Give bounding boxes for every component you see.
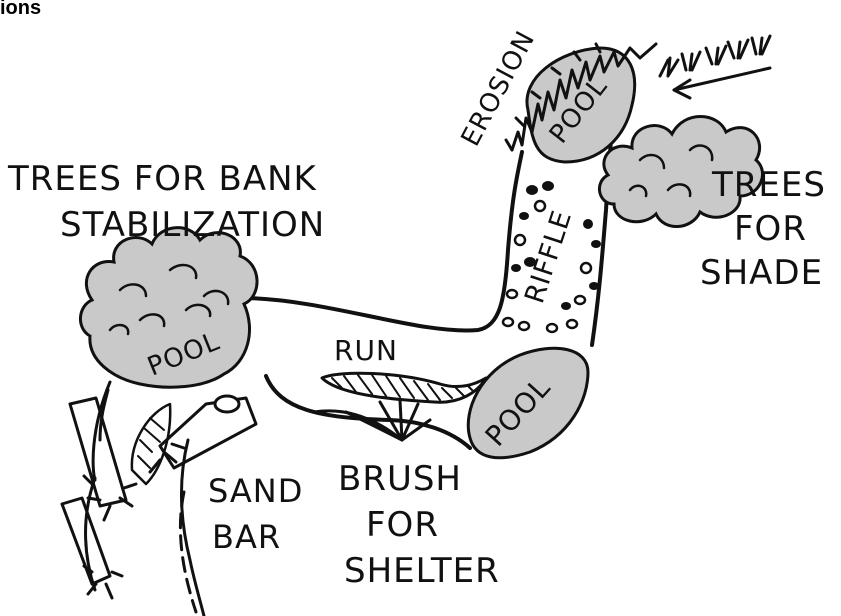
trees-shade-line3: SHADE bbox=[700, 253, 823, 293]
sand-bar-line2: BAR bbox=[212, 518, 281, 556]
riffle-label: RIFFLE bbox=[519, 206, 578, 307]
trees-shade-line2: FOR bbox=[734, 209, 807, 249]
log-cross bbox=[130, 394, 258, 486]
brush-plant bbox=[312, 398, 432, 442]
runoff-arrow bbox=[672, 66, 772, 100]
trees-bank-line1: TREES FOR BANK bbox=[7, 159, 318, 199]
log-lower bbox=[60, 496, 124, 600]
trees-shade-canopy bbox=[598, 115, 765, 228]
run-label: RUN bbox=[334, 334, 398, 367]
brush-line3: SHELTER bbox=[344, 551, 500, 591]
pool-lower: POOL bbox=[466, 346, 590, 460]
sand-bar-line1: SAND bbox=[208, 472, 303, 510]
brush-label: BRUSH FOR SHELTER bbox=[338, 459, 500, 591]
trees-bank-canopy: POOL bbox=[79, 226, 259, 389]
header-text: ions bbox=[0, 0, 41, 19]
sand-bar-line bbox=[178, 490, 198, 614]
trees-bank-line2: STABILIZATION bbox=[60, 205, 325, 245]
run-sediment bbox=[320, 371, 488, 404]
trees-shade-line1: TREES bbox=[711, 165, 826, 205]
sand-bar-label: SAND BAR bbox=[208, 472, 303, 556]
brush-line1: BRUSH bbox=[338, 459, 462, 499]
trees-shade-label: TREES FOR SHADE bbox=[700, 165, 826, 293]
grass-tufts bbox=[658, 34, 772, 78]
log-upper bbox=[68, 396, 138, 522]
brush-line2: FOR bbox=[366, 505, 439, 545]
riffle-stones bbox=[501, 181, 601, 334]
trees-bank-label: TREES FOR BANK STABILIZATION bbox=[7, 159, 325, 245]
pool-upper: POOL bbox=[525, 46, 637, 164]
